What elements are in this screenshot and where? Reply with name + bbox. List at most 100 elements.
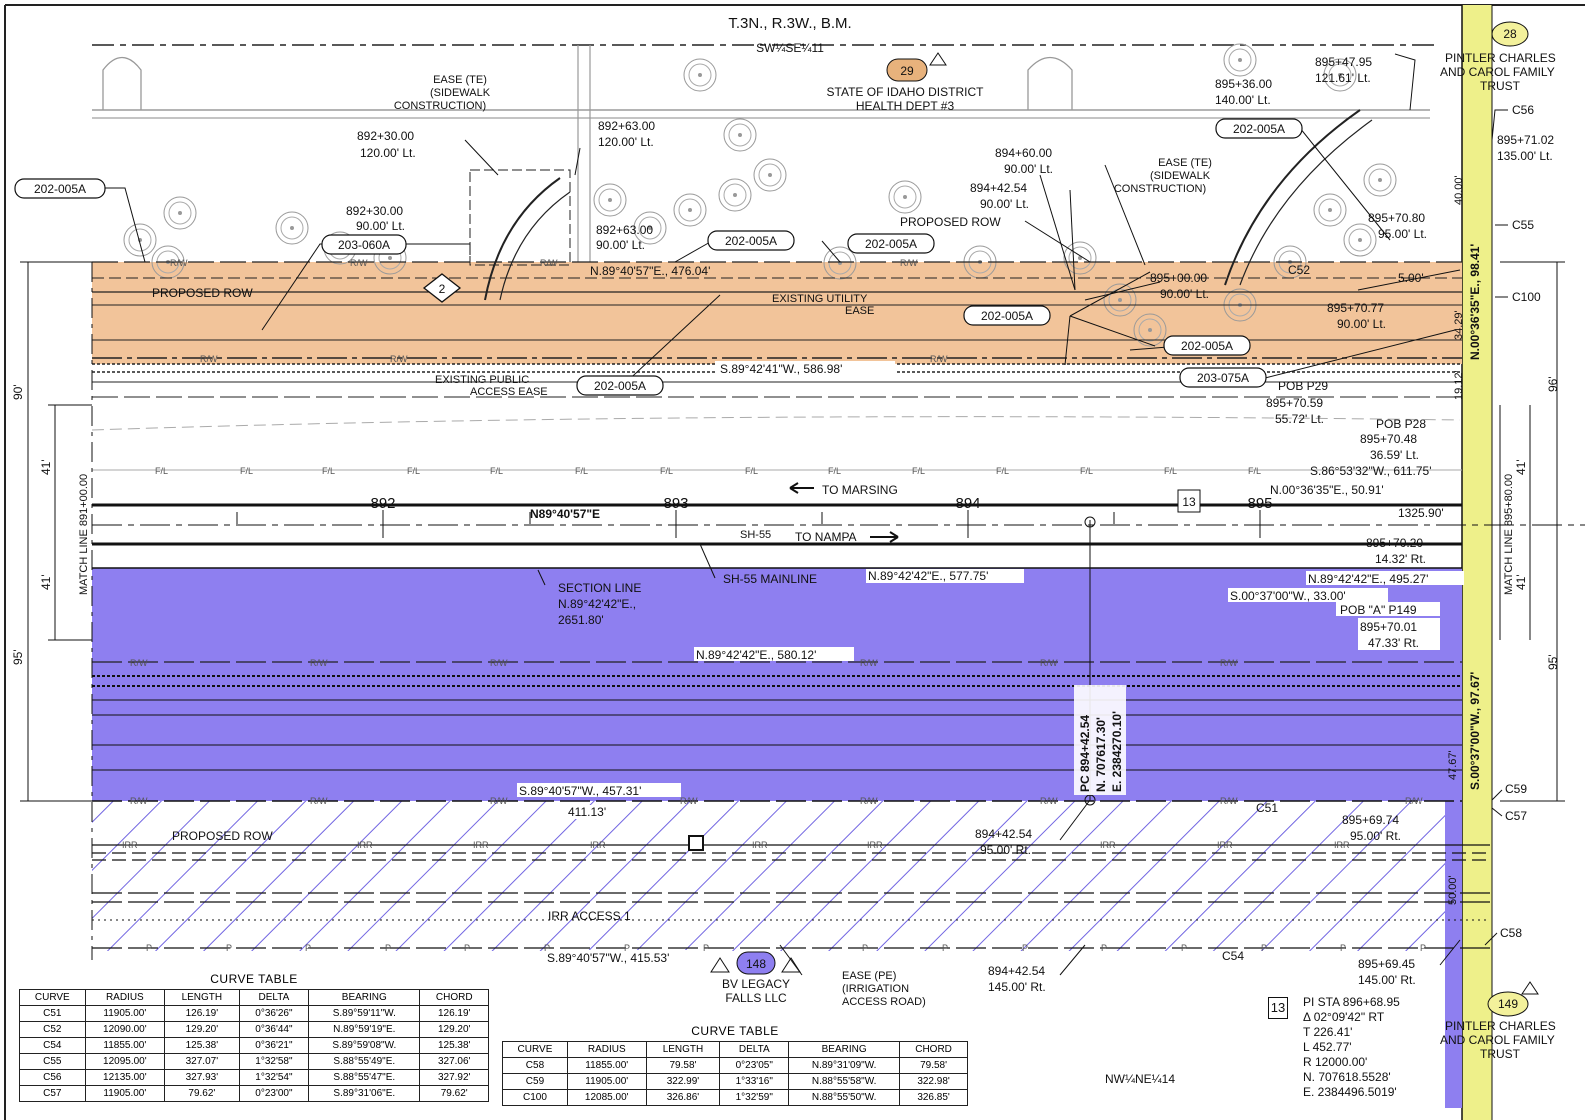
svg-text:F/L: F/L bbox=[912, 466, 925, 476]
pi-tangent: T 226.41' bbox=[1303, 1025, 1353, 1039]
svg-text:R/W: R/W bbox=[1040, 796, 1058, 806]
svg-text:PINTLER CHARLES: PINTLER CHARLES bbox=[1445, 51, 1556, 65]
bearing-label: S.86°53'32"W., 611.75' bbox=[1310, 464, 1432, 478]
svg-text:145.00' Rt.: 145.00' Rt. bbox=[988, 980, 1046, 994]
pi-13-marker: 13 bbox=[1182, 495, 1196, 509]
svg-text:N. 707617.30': N. 707617.30' bbox=[1094, 717, 1108, 792]
svg-text:895+70.20: 895+70.20 bbox=[1366, 536, 1423, 550]
parcel-28-owner: PINTLER CHARLES AND CAROL FAMILY TRUST bbox=[1440, 51, 1556, 93]
svg-text:EASE: EASE bbox=[845, 305, 874, 317]
svg-text:R/W: R/W bbox=[350, 258, 368, 268]
parcel-28-strip bbox=[1462, 5, 1492, 1120]
svg-text:F/L: F/L bbox=[322, 466, 335, 476]
curve-label: C58 bbox=[1500, 926, 1522, 940]
callout-tag: 202-005A bbox=[1163, 335, 1251, 356]
svg-text:IRR: IRR bbox=[867, 840, 883, 850]
match-line-right: MATCH LINE 895+80.00 bbox=[1503, 474, 1515, 595]
col-radius: RADIUS bbox=[84, 989, 166, 1006]
curve-table-header: CURVE RADIUS LENGTH DELTA BEARING CHORD bbox=[502, 1041, 968, 1058]
svg-text:(SIDEWALK: (SIDEWALK bbox=[430, 87, 491, 99]
svg-text:121.61' Lt.: 121.61' Lt. bbox=[1315, 71, 1371, 85]
callout-tag: 202-005A bbox=[14, 178, 106, 199]
svg-text:R/W: R/W bbox=[390, 354, 408, 364]
match-line-left: MATCH LINE 891+00.00 bbox=[78, 474, 90, 595]
svg-text:202-005A: 202-005A bbox=[594, 379, 646, 393]
dim-vertical: 34.29' bbox=[1453, 310, 1465, 340]
svg-text:EASE (TE): EASE (TE) bbox=[433, 74, 487, 86]
svg-text:P: P bbox=[226, 943, 232, 953]
col-length: LENGTH bbox=[645, 1041, 721, 1058]
svg-text:CONSTRUCTION): CONSTRUCTION) bbox=[1114, 183, 1206, 195]
svg-text:55.72' Lt.: 55.72' Lt. bbox=[1275, 412, 1324, 426]
pc-point-label: PC 894+42.54 N. 707617.30' E. 2384270.10… bbox=[1074, 685, 1126, 795]
svg-text:ACCESS ROAD): ACCESS ROAD) bbox=[842, 996, 926, 1008]
svg-text:202-005A: 202-005A bbox=[865, 237, 917, 251]
station-894: 894 bbox=[955, 495, 980, 512]
svg-text:149: 149 bbox=[1498, 997, 1518, 1011]
svg-text:894+42.54: 894+42.54 bbox=[975, 827, 1032, 841]
svg-text:F/L: F/L bbox=[1164, 466, 1177, 476]
pi-radius: R 12000.00' bbox=[1303, 1055, 1368, 1069]
station-892: 892 bbox=[370, 495, 395, 512]
parcel-149-bubble: 149 bbox=[1487, 991, 1529, 1017]
svg-text:R/W: R/W bbox=[1220, 658, 1238, 668]
bearing-label: S.89°40'57"W., 457.31' bbox=[519, 784, 641, 798]
svg-text:P: P bbox=[1022, 943, 1028, 953]
station-label: 895+70.20 14.32' Rt. bbox=[1366, 536, 1426, 566]
svg-text:R/W: R/W bbox=[310, 658, 328, 668]
svg-text:F/L: F/L bbox=[155, 466, 168, 476]
parcel-149-owner: PINTLER CHARLES AND CAROL FAMILY TRUST bbox=[1440, 1019, 1556, 1061]
bearing-label: S.89°42'41"W., 586.98' bbox=[720, 362, 842, 376]
svg-text:P: P bbox=[305, 943, 311, 953]
section-bottom-label: NW¼NE¼14 bbox=[1105, 1072, 1175, 1086]
svg-text:TRUST: TRUST bbox=[1480, 1047, 1521, 1061]
svg-text:14.32' Rt.: 14.32' Rt. bbox=[1375, 552, 1426, 566]
svg-text:F/L: F/L bbox=[996, 466, 1009, 476]
ease-pe-label: EASE (PE) (IRRIGATION ACCESS ROAD) bbox=[842, 970, 926, 1008]
svg-text:90.00' Lt.: 90.00' Lt. bbox=[356, 219, 405, 233]
svg-text:202-005A: 202-005A bbox=[1233, 122, 1285, 136]
curve-label: C57 bbox=[1505, 809, 1527, 823]
svg-text:895+69.45: 895+69.45 bbox=[1358, 957, 1415, 971]
bearing-label: N.89°40'57"E., 476.04' bbox=[590, 264, 710, 278]
dim-41-right-north: 41' bbox=[1514, 459, 1528, 475]
svg-text:95.00' Lt.: 95.00' Lt. bbox=[1378, 227, 1427, 241]
fl-markers: F/L F/L F/L F/L F/L F/L F/L F/L F/L F/L … bbox=[155, 466, 1261, 476]
svg-text:29: 29 bbox=[900, 64, 914, 78]
col-curve: CURVE bbox=[19, 989, 86, 1006]
proposed-row-label: PROPOSED ROW bbox=[172, 829, 273, 843]
svg-text:BV LEGACY: BV LEGACY bbox=[722, 977, 790, 991]
svg-text:R/W: R/W bbox=[200, 354, 218, 364]
svg-text:892+30.00: 892+30.00 bbox=[346, 204, 403, 218]
bearing-label: N.89°42'42"E., 577.75' bbox=[868, 569, 988, 583]
p-markers: P P P P P P P P P P P P P P P P bbox=[146, 943, 1426, 953]
svg-text:28: 28 bbox=[1503, 27, 1517, 41]
to-marsing-label: TO MARSING bbox=[822, 483, 898, 497]
svg-text:90.00' Lt.: 90.00' Lt. bbox=[1004, 162, 1053, 176]
svg-text:IRR: IRR bbox=[473, 840, 489, 850]
curve-table-2-title: CURVE TABLE bbox=[691, 1024, 779, 1038]
svg-text:PINTLER CHARLES: PINTLER CHARLES bbox=[1445, 1019, 1556, 1033]
existing-utility-label: EXISTING UTILITY EASE bbox=[772, 293, 874, 317]
svg-text:R/W: R/W bbox=[130, 658, 148, 668]
col-length: LENGTH bbox=[164, 989, 240, 1006]
svg-text:203-060A: 203-060A bbox=[338, 238, 390, 252]
svg-text:895+00.00: 895+00.00 bbox=[1150, 271, 1207, 285]
irrigation-easement-hatch bbox=[92, 801, 1445, 951]
svg-text:120.00' Lt.: 120.00' Lt. bbox=[598, 135, 654, 149]
col-delta: DELTA bbox=[719, 1041, 790, 1058]
svg-text:145.00' Rt.: 145.00' Rt. bbox=[1358, 973, 1416, 987]
svg-text:R/W: R/W bbox=[900, 258, 918, 268]
svg-text:R/W: R/W bbox=[1040, 658, 1058, 668]
svg-text:P: P bbox=[146, 943, 152, 953]
svg-text:AND CAROL FAMILY: AND CAROL FAMILY bbox=[1440, 65, 1555, 79]
